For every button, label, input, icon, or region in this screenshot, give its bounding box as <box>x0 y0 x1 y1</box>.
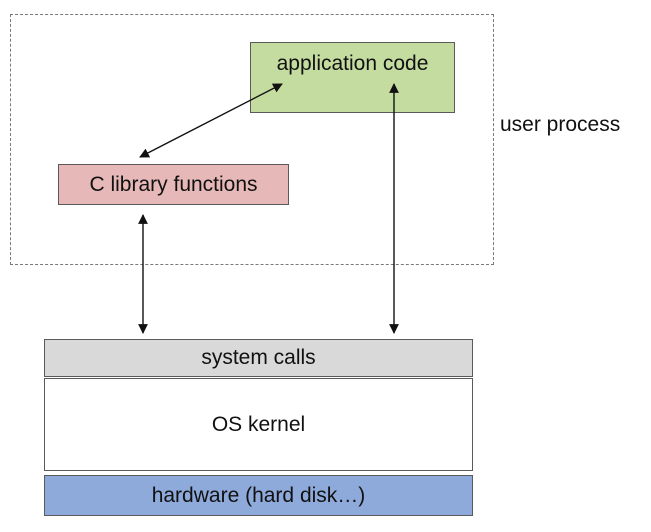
os-kernel-box: OS kernel <box>44 378 473 471</box>
system-calls-box: system calls <box>44 339 473 377</box>
user-process-boundary <box>10 14 494 265</box>
user-process-label: user process <box>500 113 621 136</box>
c-library-functions-box: C library functions <box>58 164 289 205</box>
os-kernel-label: OS kernel <box>211 412 306 436</box>
hardware-label: hardware (hard disk…) <box>151 483 366 507</box>
system-calls-label: system calls <box>201 346 316 369</box>
c-library-functions-label: C library functions <box>89 172 258 196</box>
hardware-box: hardware (hard disk…) <box>44 475 473 516</box>
application-code-label: application code <box>276 52 429 75</box>
application-code-box: application code <box>250 42 455 113</box>
